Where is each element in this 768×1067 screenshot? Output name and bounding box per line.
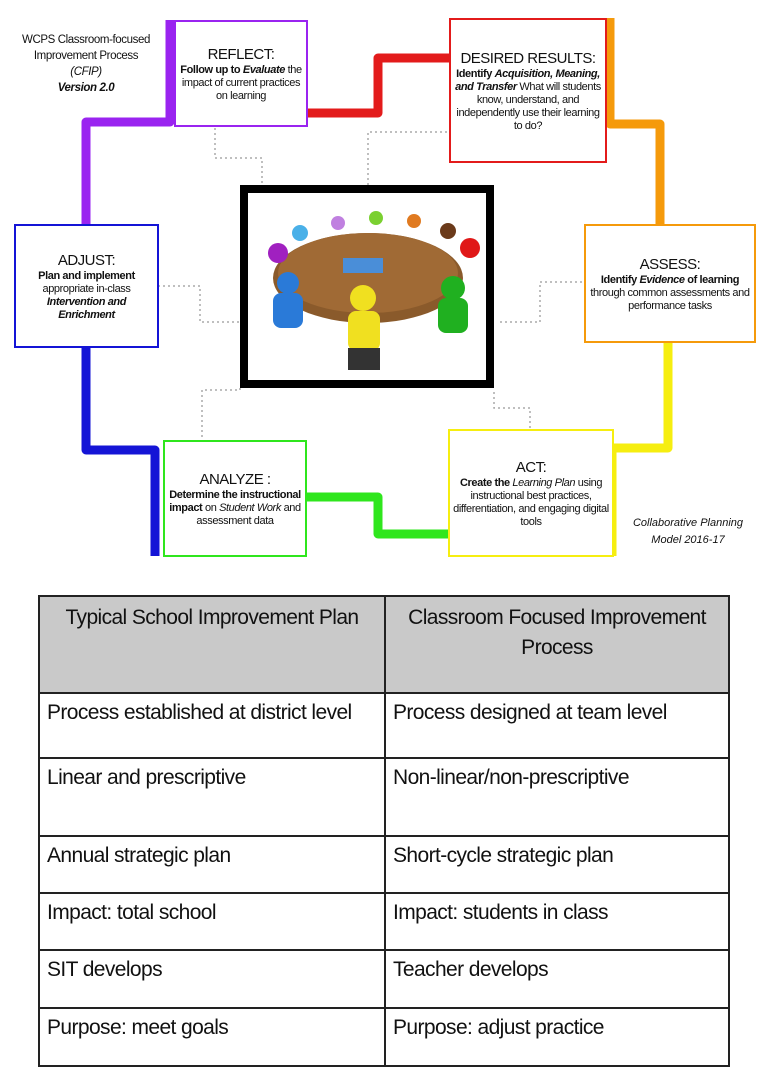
act-box: ACT: Create the Learning Plan using inst… — [448, 429, 614, 557]
table-cell: Purpose: adjust practice — [384, 1007, 730, 1067]
box-title: ACT: — [515, 458, 547, 476]
box-text: Create the Learning Plan using instructi… — [453, 476, 609, 528]
title-line: WCPS Classroom-focused — [22, 34, 150, 46]
green-connector — [305, 492, 450, 539]
note-line: Collaborative Planning — [632, 517, 744, 529]
document-title: WCPS Classroom-focused Improvement Proce… — [16, 32, 156, 96]
reflect-box: REFLECT: Follow up to Evaluate the impac… — [174, 20, 308, 127]
table-header-row: Typical School Improvement Plan Classroo… — [38, 595, 730, 694]
table-cell: Impact: students in class — [384, 892, 730, 951]
table-cell: Impact: total school — [38, 892, 386, 951]
analyze-box: ANALYZE : Determine the instructional im… — [163, 440, 307, 557]
table-cell: Annual strategic plan — [38, 835, 386, 894]
column-header: Typical School Improvement Plan — [38, 595, 386, 694]
red-connector — [306, 53, 450, 118]
table-cell: Process established at district level — [38, 692, 386, 759]
table-cell: Teacher develops — [384, 949, 730, 1009]
comparison-table: Typical School Improvement Plan Classroo… — [38, 595, 730, 1067]
box-text: Determine the instructional impact on St… — [169, 488, 301, 527]
box-title: REFLECT: — [207, 45, 275, 63]
title-line: Improvement Process — [33, 50, 139, 62]
note-line: Model 2016-17 — [651, 534, 725, 546]
orange-connector — [605, 18, 665, 226]
table-cell: Purpose: meet goals — [38, 1007, 386, 1067]
adjust-box: ADJUST: Plan and implement appropriate i… — [14, 224, 159, 348]
table-cell: Process designed at team level — [384, 692, 730, 759]
box-text: Plan and implement appropriate in-class … — [38, 269, 135, 321]
column-header: Classroom Focused Improvement Process — [384, 595, 730, 694]
team-meeting-clipart — [240, 185, 494, 388]
box-text: Follow up to Evaluate the impact of curr… — [180, 63, 302, 102]
model-note: Collaborative Planning Model 2016-17 — [628, 515, 748, 549]
box-text: Identify Evidence of learning through co… — [590, 273, 750, 312]
box-text: Identify Acquisition, Meaning, and Trans… — [455, 67, 601, 132]
box-title: ADJUST: — [57, 251, 116, 269]
title-line: (CFIP) — [70, 66, 102, 78]
table-cell: Non-linear/non-prescriptive — [384, 757, 730, 837]
box-title: ANALYZE : — [199, 470, 271, 488]
box-title: ASSESS: — [639, 255, 701, 273]
assess-box: ASSESS: Identify Evidence of learning th… — [584, 224, 756, 343]
title-line: Version 2.0 — [57, 82, 115, 94]
table-cell: SIT develops — [38, 949, 386, 1009]
desired-results-box: DESIRED RESULTS: Identify Acquisition, M… — [449, 18, 607, 163]
table-cell: Short-cycle strategic plan — [384, 835, 730, 894]
purple-connector — [81, 20, 175, 226]
blue-connector — [81, 346, 160, 556]
box-title: DESIRED RESULTS: — [460, 49, 596, 67]
table-cell: Linear and prescriptive — [38, 757, 386, 837]
cycle-connectors — [81, 18, 673, 556]
